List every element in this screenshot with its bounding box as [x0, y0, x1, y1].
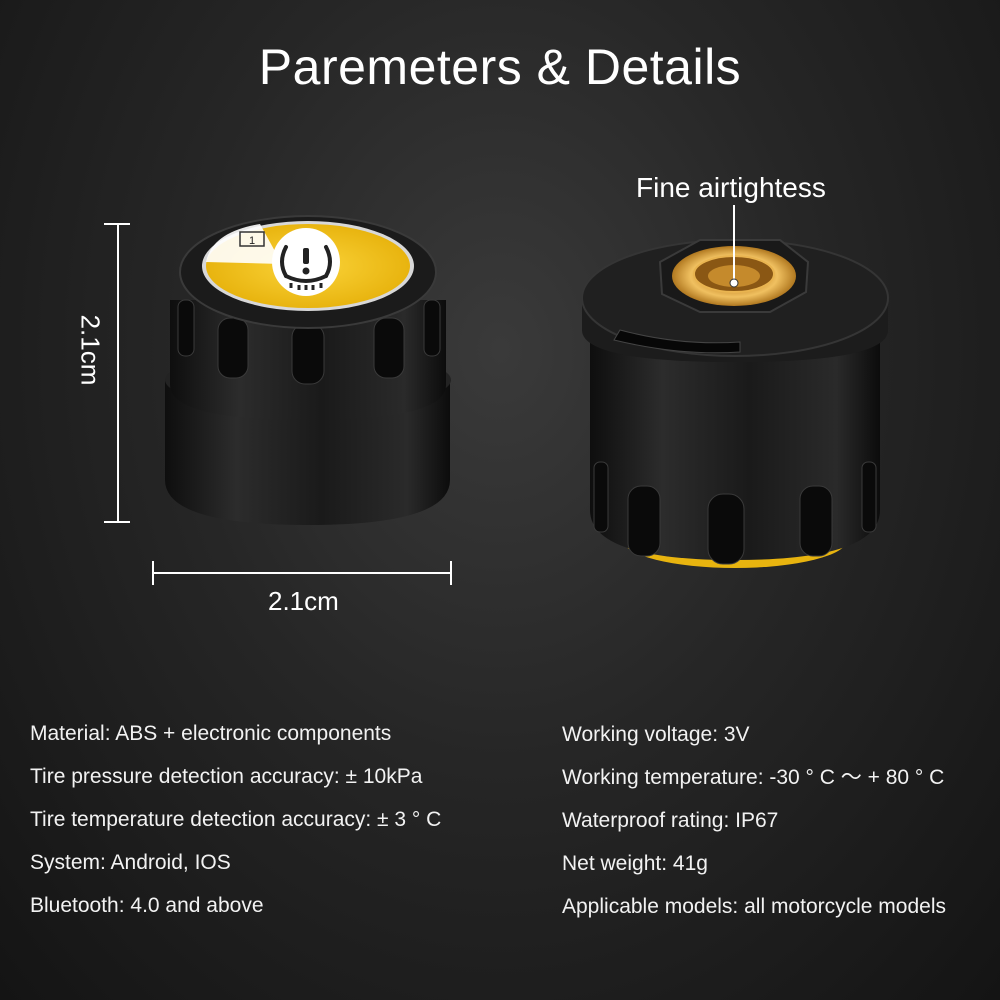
page-title: Paremeters & Details	[258, 39, 742, 95]
height-dimension-label: 2.1cm	[75, 314, 106, 386]
sensor-back	[581, 205, 889, 568]
spec-weight: Net weight: 41g	[562, 852, 708, 875]
spec-voltage: Working voltage: 3V	[562, 723, 750, 746]
cap-number: 1	[249, 235, 255, 247]
dimension-lines	[104, 223, 452, 585]
spec-temperature-accuracy: Tire temperature detection accuracy: ± 3…	[30, 808, 442, 831]
spec-applicable-models: Applicable models: all motorcycle models	[562, 895, 946, 918]
width-dimension-label: 2.1cm	[268, 586, 339, 616]
spec-bluetooth: Bluetooth: 4.0 and above	[30, 894, 264, 917]
spec-material: Material: ABS + electronic components	[30, 722, 392, 745]
specs-right-column: Working voltage: 3V Working temperature:…	[562, 713, 946, 928]
spec-system: System: Android, IOS	[30, 851, 231, 874]
airtightness-label: Fine airtightess	[636, 172, 826, 203]
tpms-warning-icon	[272, 228, 340, 296]
sensor-front: 1	[165, 215, 451, 525]
specs-left-column: Material: ABS + electronic components Ti…	[30, 712, 441, 927]
spec-pressure-accuracy: Tire pressure detection accuracy: ± 10kP…	[30, 765, 423, 788]
spec-waterproof: Waterproof rating: IP67	[562, 809, 779, 832]
spec-working-temperature: Working temperature: -30 ° C ～ + 80 ° C	[562, 766, 945, 789]
